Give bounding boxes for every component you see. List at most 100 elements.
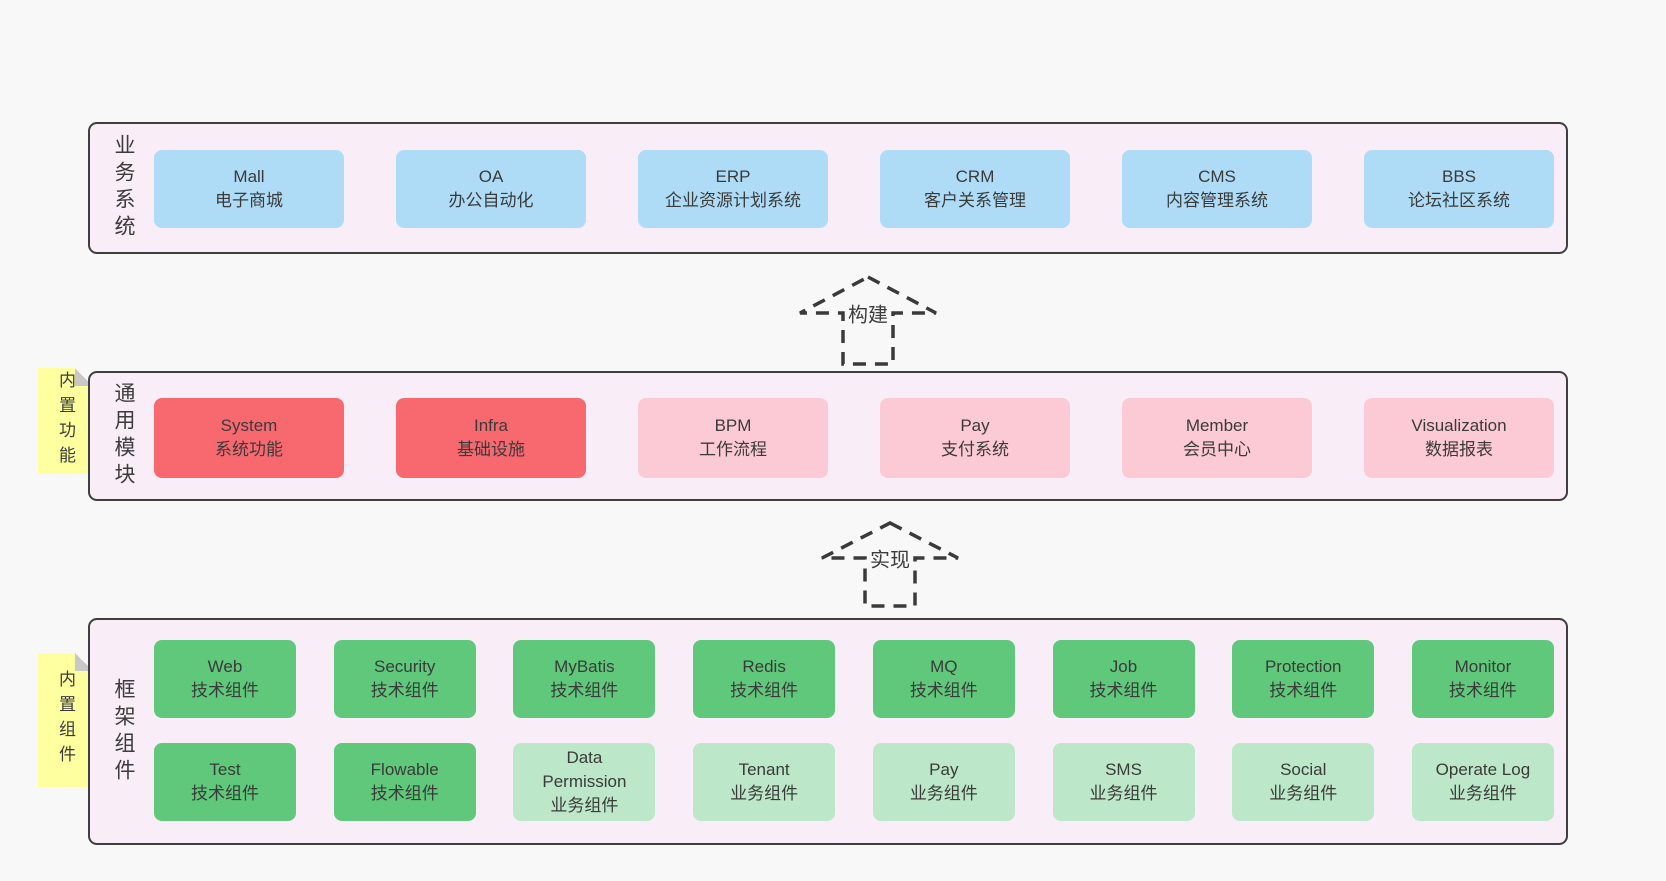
framework-components-row-2: Test 技术组件 Flowable 技术组件 Data Permission … [154, 743, 1554, 821]
layer-framework-components-label: 框架组件 [112, 677, 135, 786]
box-crm: CRM 客户关系管理 [880, 150, 1070, 228]
box-subtitle: 企业资源计划系统 [665, 191, 801, 210]
box-subtitle: 业务组件 [1269, 784, 1338, 803]
framework-components-row-1: Web 技术组件 Security 技术组件 MyBatis 技术组件 Redi… [154, 640, 1554, 718]
layer-framework-components: 框架组件 Web 技术组件 Security 技术组件 MyBatis 技术组件… [88, 618, 1568, 845]
sticky-note-builtin-features: 内置功能 [38, 368, 93, 474]
box-title: Visualization [1411, 416, 1507, 435]
box-title: Security [373, 657, 436, 676]
box-pay-business: Pay 业务组件 [872, 743, 1015, 821]
box-bbs: BBS 论坛社区系统 [1364, 150, 1554, 228]
box-subtitle: 技术组件 [191, 681, 259, 700]
box-subtitle: 业务组件 [1448, 784, 1517, 803]
box-subtitle: 客户关系管理 [924, 191, 1026, 210]
box-title: Operate Log [1435, 760, 1531, 779]
box-protection: Protection 技术组件 [1232, 640, 1375, 718]
box-title: Pay [960, 416, 990, 435]
box-title: BPM [714, 416, 752, 435]
box-title: System [220, 416, 278, 435]
box-subtitle: 技术组件 [1269, 681, 1338, 700]
box-title: Member [1185, 416, 1249, 435]
box-subtitle: 内容管理系统 [1166, 191, 1268, 210]
sticky-note-label: 内置功能 [56, 371, 75, 471]
box-security: Security 技术组件 [333, 640, 476, 718]
box-system: System 系统功能 [154, 398, 344, 478]
box-subtitle: 技术组件 [1089, 681, 1158, 700]
box-title: Redis [742, 657, 786, 676]
box-title: Protection [1264, 657, 1342, 676]
box-title: Pay [929, 760, 959, 779]
box-operate-log: Operate Log 业务组件 [1411, 743, 1554, 821]
box-title: Infra [473, 416, 509, 435]
box-subtitle: 技术组件 [1448, 681, 1517, 700]
box-member: Member 会员中心 [1122, 398, 1312, 478]
box-subtitle: 技术组件 [370, 681, 439, 700]
box-title: Mall [233, 167, 265, 186]
box-title: OA [478, 167, 504, 186]
box-test: Test 技术组件 [154, 743, 296, 821]
box-title: CRM [955, 167, 995, 186]
box-redis: Redis 技术组件 [693, 640, 836, 718]
box-subtitle: 电子商城 [215, 191, 283, 210]
box-subtitle: 技术组件 [550, 681, 619, 700]
business-systems-row: Mall 电子商城 OA 办公自动化 ERP 企业资源计划系统 CRM 客户关系… [154, 150, 1554, 228]
box-visualization: Visualization 数据报表 [1364, 398, 1554, 478]
box-tenant: Tenant 业务组件 [693, 743, 836, 821]
layer-business-systems-label: 业务系统 [112, 134, 135, 242]
box-title: Test [209, 760, 241, 779]
layer-business-systems: 业务系统 Mall 电子商城 OA 办公自动化 ERP 企业资源计划系统 CRM… [88, 122, 1568, 254]
box-subtitle: 数据报表 [1425, 440, 1493, 459]
arrow-build: 构建 [798, 275, 938, 366]
box-title: Monitor [1454, 657, 1512, 676]
box-social: Social 业务组件 [1232, 743, 1375, 821]
arrow-implement-label: 实现 [867, 542, 913, 574]
box-title: BBS [1441, 167, 1477, 186]
box-subtitle: 业务组件 [1089, 784, 1158, 803]
box-title: Web [207, 657, 243, 676]
box-cms: CMS 内容管理系统 [1122, 150, 1312, 228]
common-modules-row: System 系统功能 Infra 基础设施 BPM 工作流程 Pay 支付系统… [154, 398, 1554, 478]
box-job: Job 技术组件 [1052, 640, 1195, 718]
box-title: ERP [715, 167, 751, 186]
sticky-note-label: 内置组件 [56, 670, 75, 770]
box-title: SMS [1105, 760, 1142, 779]
sticky-note-builtin-components: 内置组件 [38, 653, 93, 787]
box-title: CMS [1198, 167, 1236, 186]
box-subtitle: 业务组件 [909, 784, 978, 803]
box-subtitle: 会员中心 [1183, 440, 1251, 459]
box-title: Social [1280, 760, 1327, 779]
box-data-permission: Data Permission 业务组件 [513, 743, 656, 821]
box-title: Tenant [738, 760, 790, 779]
box-subtitle: 系统功能 [215, 440, 283, 459]
layer-common-modules: 通用模块 System 系统功能 Infra 基础设施 BPM 工作流程 Pay… [88, 371, 1568, 501]
box-bpm: BPM 工作流程 [638, 398, 828, 478]
box-monitor: Monitor 技术组件 [1411, 640, 1554, 718]
box-mq: MQ 技术组件 [872, 640, 1015, 718]
box-subtitle: 技术组件 [191, 784, 259, 803]
box-subtitle: 业务组件 [730, 784, 799, 803]
box-subtitle: 技术组件 [370, 784, 439, 803]
box-subtitle: 办公自动化 [448, 191, 534, 210]
box-subtitle: 基础设施 [457, 440, 525, 459]
box-infra: Infra 基础设施 [396, 398, 586, 478]
arrow-implement: 实现 [820, 521, 960, 608]
box-subtitle: 技术组件 [909, 681, 978, 700]
box-subtitle: 支付系统 [941, 440, 1009, 459]
layer-common-modules-label: 通用模块 [112, 382, 135, 490]
box-mybatis: MyBatis 技术组件 [513, 640, 656, 718]
arrow-build-label: 构建 [845, 297, 891, 329]
box-title: MQ [930, 657, 958, 676]
box-subtitle: 论坛社区系统 [1408, 191, 1510, 210]
box-web: Web 技术组件 [154, 640, 296, 718]
box-sms: SMS 业务组件 [1052, 743, 1195, 821]
box-subtitle: 技术组件 [730, 681, 799, 700]
box-oa: OA 办公自动化 [396, 150, 586, 228]
box-mall: Mall 电子商城 [154, 150, 344, 228]
box-title: Flowable [370, 760, 439, 779]
box-erp: ERP 企业资源计划系统 [638, 150, 828, 228]
box-title: Data Permission [542, 748, 627, 791]
box-title: Job [1109, 657, 1138, 676]
box-pay: Pay 支付系统 [880, 398, 1070, 478]
box-subtitle: 业务组件 [550, 796, 619, 815]
